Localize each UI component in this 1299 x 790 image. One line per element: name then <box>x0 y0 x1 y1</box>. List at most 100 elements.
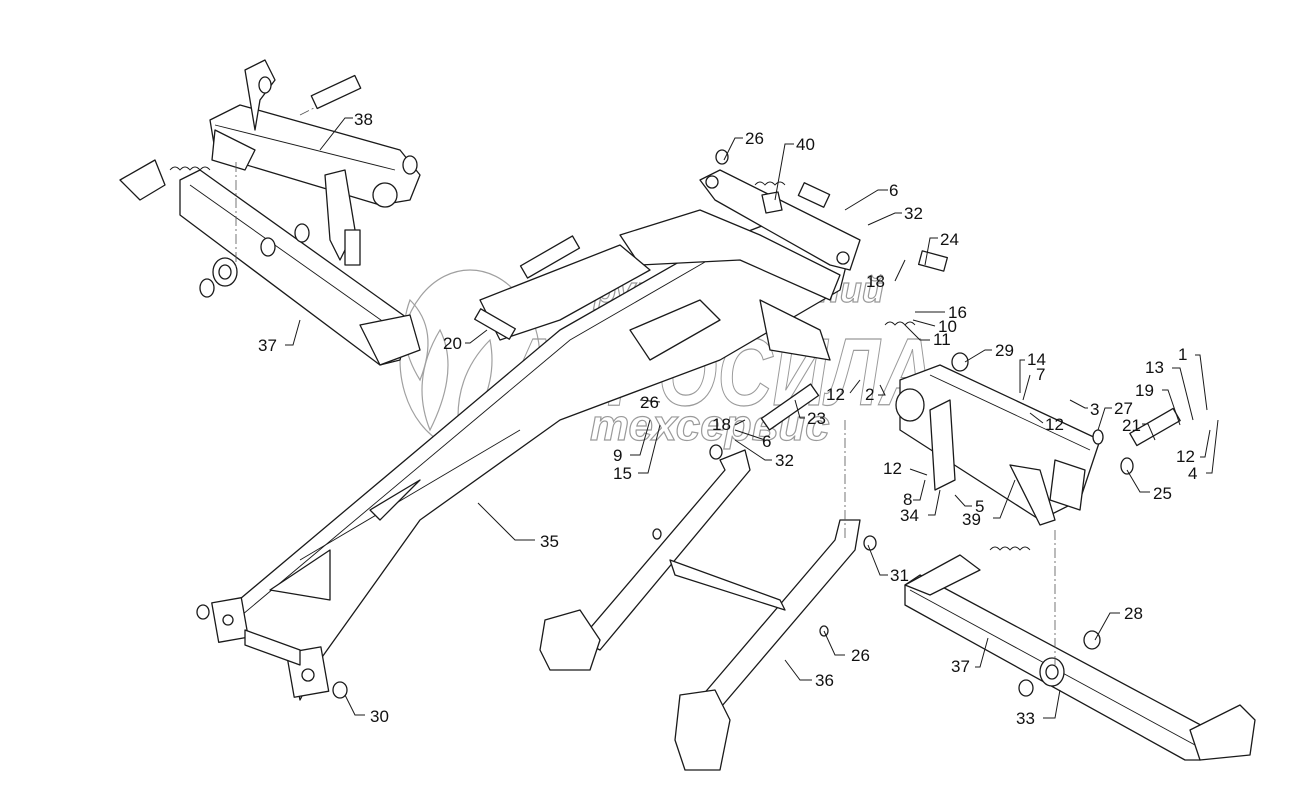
svg-text:29: 29 <box>995 341 1014 360</box>
svg-text:28: 28 <box>1124 604 1143 623</box>
callout-10[interactable]: 10 <box>912 317 957 336</box>
callout-7[interactable]: 7 <box>1022 365 1045 401</box>
svg-text:33: 33 <box>1016 709 1035 728</box>
callout-27[interactable]: 27 <box>1097 399 1133 431</box>
callout-36[interactable]: 36 <box>784 659 834 690</box>
pivot-arm-38 <box>209 59 421 266</box>
svg-text:16: 16 <box>948 303 967 322</box>
svg-text:12: 12 <box>1176 447 1195 466</box>
svg-text:6: 6 <box>889 181 898 200</box>
callout-18-top[interactable]: 18 <box>866 259 906 291</box>
svg-text:36: 36 <box>815 671 834 690</box>
svg-text:1: 1 <box>1178 345 1187 364</box>
svg-text:20: 20 <box>443 334 462 353</box>
callout-4[interactable]: 4 <box>1188 419 1219 483</box>
cross-beam-37-left <box>119 159 421 366</box>
svg-text:27: 27 <box>1114 399 1133 418</box>
callout-25[interactable]: 25 <box>1126 469 1172 503</box>
callout-24[interactable]: 24 <box>924 230 959 266</box>
callout-12-lower[interactable]: 12 <box>883 459 928 478</box>
callout-29[interactable]: 29 <box>964 341 1014 363</box>
svg-text:37: 37 <box>258 336 277 355</box>
callout-37-left[interactable]: 37 <box>258 319 301 355</box>
svg-text:25: 25 <box>1153 484 1172 503</box>
callout-14[interactable]: 14 <box>1019 350 1046 393</box>
svg-text:5: 5 <box>975 497 984 516</box>
callouts: 38 26 40 6 32 24 18 16 10 11 29 14 7 1 1… <box>258 110 1219 728</box>
callout-12-right-top[interactable]: 12 <box>1029 412 1064 434</box>
svg-text:4: 4 <box>1188 464 1197 483</box>
hanger-36 <box>539 449 861 771</box>
upper-frame <box>479 209 841 361</box>
callout-6-top[interactable]: 6 <box>844 181 898 211</box>
svg-text:32: 32 <box>775 451 794 470</box>
callout-26-lower[interactable]: 26 <box>823 630 870 665</box>
callout-2[interactable]: 2 <box>865 384 886 404</box>
svg-text:39: 39 <box>962 510 981 529</box>
callout-8[interactable]: 8 <box>903 479 926 509</box>
right-beam-39 <box>895 364 1101 526</box>
svg-text:14: 14 <box>1027 350 1046 369</box>
svg-text:40: 40 <box>796 135 815 154</box>
svg-text:31: 31 <box>890 566 909 585</box>
callout-26-center[interactable]: 26 <box>639 393 661 412</box>
callout-15[interactable]: 15 <box>613 424 661 483</box>
svg-text:10: 10 <box>938 317 957 336</box>
callout-16[interactable]: 16 <box>915 303 967 322</box>
callout-18-center[interactable]: 18 <box>712 415 746 434</box>
svg-text:34: 34 <box>900 506 919 525</box>
svg-text:8: 8 <box>903 490 912 509</box>
callout-32-top[interactable]: 32 <box>867 204 923 226</box>
callout-6-center[interactable]: 6 <box>734 429 771 451</box>
link-bracket-40 <box>699 169 861 271</box>
svg-text:18: 18 <box>712 415 731 434</box>
svg-text:26: 26 <box>745 129 764 148</box>
callout-32-center[interactable]: 32 <box>734 439 794 470</box>
svg-text:24: 24 <box>940 230 959 249</box>
svg-text:15: 15 <box>613 464 632 483</box>
callout-39[interactable]: 39 <box>962 479 1016 529</box>
svg-text:23: 23 <box>807 409 826 428</box>
svg-text:11: 11 <box>933 330 951 349</box>
callout-9[interactable]: 9 <box>613 419 651 465</box>
svg-text:7: 7 <box>1036 365 1045 384</box>
callout-12-right[interactable]: 12 <box>1176 429 1211 466</box>
callout-26-top[interactable]: 26 <box>723 129 764 161</box>
callout-31[interactable]: 31 <box>867 544 909 585</box>
callout-34[interactable]: 34 <box>900 489 941 525</box>
svg-text:38: 38 <box>354 110 373 129</box>
svg-text:26: 26 <box>640 393 659 412</box>
callout-11[interactable]: 11 <box>904 324 951 349</box>
svg-text:12: 12 <box>1045 415 1064 434</box>
svg-text:18: 18 <box>866 272 885 291</box>
svg-text:37: 37 <box>951 657 970 676</box>
callout-21[interactable]: 21 <box>1122 416 1156 441</box>
callout-5[interactable]: 5 <box>954 494 984 516</box>
svg-text:12: 12 <box>883 459 902 478</box>
callout-28[interactable]: 28 <box>1094 604 1143 641</box>
svg-text:6: 6 <box>762 432 771 451</box>
callout-12-center[interactable]: 12 <box>826 379 861 404</box>
callout-30[interactable]: 30 <box>344 694 389 726</box>
callout-1[interactable]: 1 <box>1178 345 1208 411</box>
svg-text:19: 19 <box>1135 381 1154 400</box>
svg-text:2: 2 <box>865 385 874 404</box>
callout-20[interactable]: 20 <box>443 329 488 353</box>
svg-text:3: 3 <box>1090 400 1099 419</box>
callout-23[interactable]: 23 <box>794 399 826 428</box>
callout-35[interactable]: 35 <box>477 502 559 551</box>
callout-33[interactable]: 33 <box>1016 689 1061 728</box>
callout-37-right[interactable]: 37 <box>951 637 989 676</box>
svg-text:9: 9 <box>613 446 622 465</box>
cross-beam-37-right <box>904 554 1256 761</box>
svg-text:21: 21 <box>1122 416 1141 435</box>
callout-19[interactable]: 19 <box>1135 381 1181 426</box>
svg-text:35: 35 <box>540 532 559 551</box>
callout-40[interactable]: 40 <box>774 135 815 201</box>
callout-3[interactable]: 3 <box>1069 399 1099 419</box>
svg-text:26: 26 <box>851 646 870 665</box>
callout-13[interactable]: 13 <box>1145 358 1194 421</box>
svg-text:12: 12 <box>826 385 845 404</box>
callout-38[interactable]: 38 <box>319 110 373 151</box>
